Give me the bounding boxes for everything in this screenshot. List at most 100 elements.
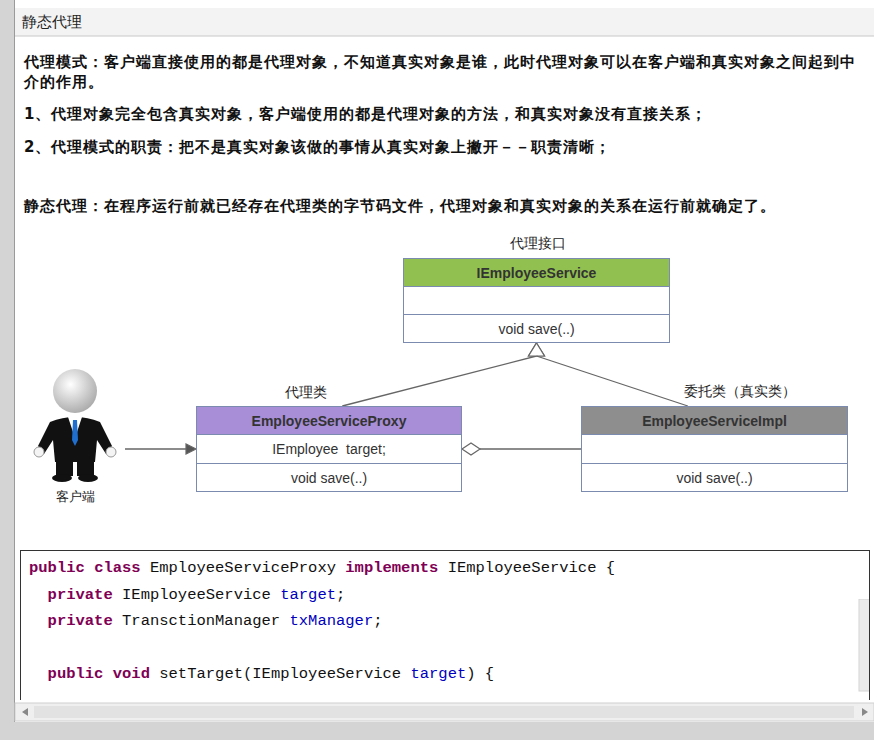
suit — [38, 417, 112, 462]
class-caption: 代理类 — [285, 384, 327, 402]
note-paragraph: 1、代理对象完全包含真实对象，客户端使用的都是代理对象的方法，和真实对象没有直接… — [24, 104, 866, 124]
code-token: IEmployeeService — [252, 665, 401, 683]
scroll-arrow — [22, 708, 28, 716]
code-token — [141, 559, 150, 577]
note-paragraph: 2、代理模式的职责：把不是真实对象该做的事情从真实对象上撇开－－职责清晰； — [24, 137, 866, 157]
class-compartment — [582, 434, 847, 463]
scroll-thumb — [34, 706, 854, 718]
class-name: EmployeeServiceProxy — [252, 413, 407, 429]
class-box: 代理类EmployeeServiceProxyIEmployee target;… — [196, 406, 462, 492]
head — [53, 369, 97, 413]
code-token: EmployeeServiceProxy — [150, 559, 336, 577]
connector — [462, 443, 581, 455]
code-token — [438, 559, 447, 577]
code-token: ( — [243, 665, 252, 683]
code-line: public class EmployeeServiceProxy implem… — [29, 559, 615, 577]
window-title: 静态代理 — [22, 13, 82, 32]
code-token — [29, 586, 48, 604]
class-box: 代理接口IEmployeeServicevoid save(..) — [403, 258, 670, 343]
arrow-head — [462, 443, 480, 455]
code-line: private IEmployeeService target; — [29, 586, 345, 604]
hand — [34, 447, 44, 457]
code-token — [29, 665, 48, 683]
person-figure — [30, 366, 120, 484]
code-token: { — [596, 559, 615, 577]
class-name: IEmployeeService — [477, 265, 597, 281]
code-token: ) { — [466, 665, 494, 683]
connector-line — [537, 356, 688, 406]
foot — [78, 474, 98, 482]
code-token: implements — [345, 559, 438, 577]
note-paragraph: 静态代理：在程序运行前就已经存在代理类的字节码文件，代理对象和真实对象的关系在运… — [24, 196, 866, 216]
code-token — [29, 612, 48, 630]
code-token — [401, 665, 410, 683]
tie — [72, 420, 78, 446]
class-box: 委托类（真实类）EmployeeServiceImplvoid save(..) — [581, 406, 848, 492]
class-header: IEmployeeService — [404, 259, 669, 286]
code-token — [150, 665, 159, 683]
scroll-arrow — [862, 708, 868, 716]
code-token — [103, 665, 112, 683]
h-scrollbar — [15, 703, 874, 721]
arrow-head — [529, 343, 545, 356]
code-token: IEmployeeService — [122, 586, 271, 604]
class-caption: 代理接口 — [510, 235, 566, 253]
leg — [56, 460, 73, 476]
connector-line — [125, 448, 186, 449]
code-token: public — [48, 665, 104, 683]
note-paragraph: 代理模式：客户端直接使用的都是代理对象，不知道真实对象是谁，此时代理对象可以在客… — [24, 52, 866, 92]
foot — [52, 474, 72, 482]
title-rule — [15, 36, 874, 37]
code-box: public class EmployeeServiceProxy implem… — [20, 550, 870, 700]
title-bar — [15, 8, 874, 36]
connector — [125, 444, 196, 454]
code-token: TransctionManager — [122, 612, 280, 630]
code-token: void — [113, 665, 150, 683]
code-token: target — [410, 665, 466, 683]
actor-label: 客户端 — [30, 488, 120, 506]
code-token: txManager — [290, 612, 374, 630]
arrow-head — [529, 343, 545, 356]
code-token: setTarget — [159, 665, 243, 683]
code-token: private — [48, 612, 113, 630]
code-line: public void setTarget(IEmployeeService t… — [29, 665, 494, 683]
code-token — [336, 559, 345, 577]
connector — [529, 343, 688, 406]
class-compartment — [404, 286, 669, 314]
code-token — [271, 586, 280, 604]
code-token: target — [280, 586, 336, 604]
class-member: void save(..) — [676, 470, 752, 486]
code-token — [113, 612, 122, 630]
arrow-head — [186, 444, 196, 454]
code-token: ; — [373, 612, 382, 630]
connector-line — [342, 356, 536, 406]
code-token — [85, 559, 94, 577]
code-token: private — [48, 586, 113, 604]
connector — [342, 343, 544, 406]
class-caption: 委托类（真实类） — [684, 383, 796, 401]
code-token: public — [29, 559, 85, 577]
code-token — [280, 612, 289, 630]
code-token — [113, 586, 122, 604]
class-header: EmployeeServiceProxy — [197, 407, 461, 434]
class-compartment: IEmployee target; — [197, 434, 461, 463]
v-scrollbar — [857, 599, 870, 699]
scroll-thumb — [859, 599, 870, 691]
class-member: void save(..) — [498, 321, 574, 337]
leg — [77, 460, 94, 476]
class-name: EmployeeServiceImpl — [642, 413, 787, 429]
connector-line — [480, 448, 581, 449]
code-token: ; — [336, 586, 345, 604]
class-member: IEmployee target; — [272, 441, 386, 457]
hand — [106, 447, 116, 457]
code-token: class — [94, 559, 141, 577]
code-token: IEmployeeService — [448, 559, 597, 577]
class-compartment: void save(..) — [197, 463, 461, 491]
client-actor: 客户端 — [30, 366, 120, 506]
class-member: void save(..) — [291, 470, 367, 486]
class-header: EmployeeServiceImpl — [582, 407, 847, 434]
class-compartment: void save(..) — [582, 463, 847, 491]
class-compartment: void save(..) — [404, 314, 669, 342]
code-line: private TransctionManager txManager; — [29, 612, 383, 630]
